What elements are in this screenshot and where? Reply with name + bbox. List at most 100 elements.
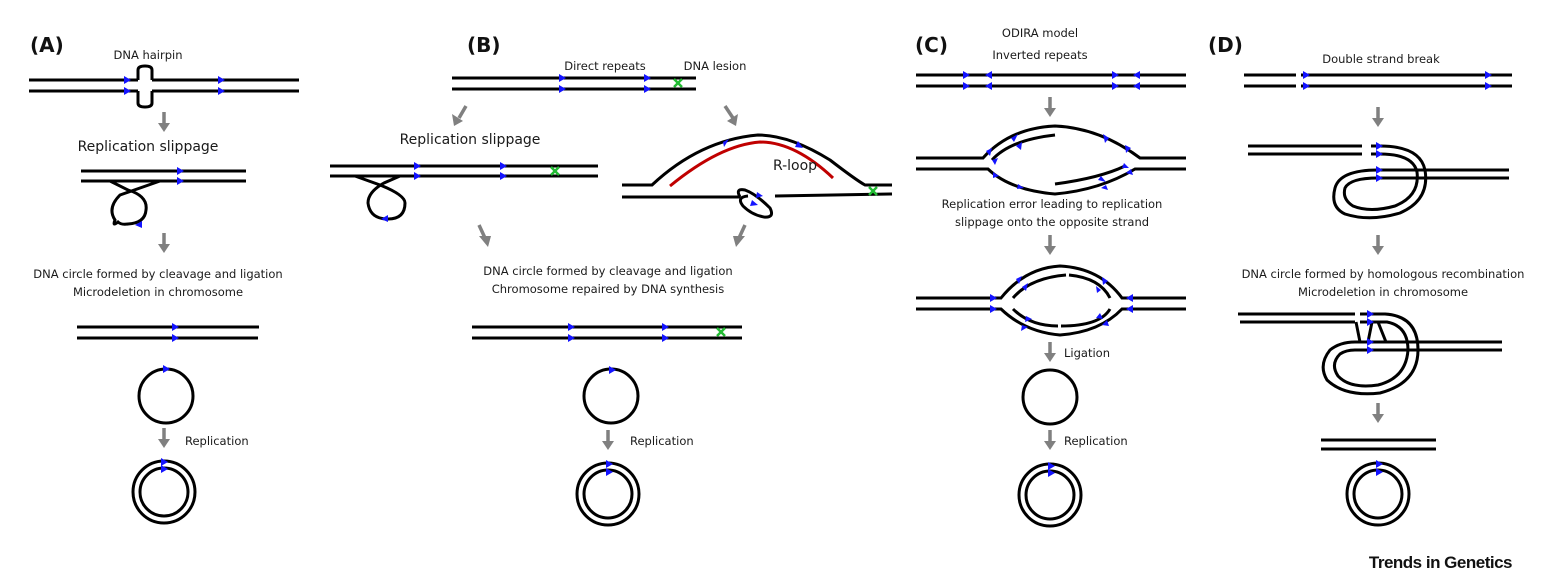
repeat-marker [559, 74, 566, 82]
repeat-marker [1101, 185, 1108, 190]
process-arrow [156, 231, 172, 255]
replication-slippage-label: Replication slippage [78, 139, 219, 155]
ligation-label: Ligation [1064, 346, 1110, 360]
repeat-marker [606, 468, 613, 476]
replication-bubble-error [916, 124, 1186, 196]
step2-line1: DNA circle formed by cleavage and ligati… [483, 264, 732, 278]
repeat-marker [992, 158, 998, 165]
repeat-marker [1017, 184, 1024, 189]
repeat-marker [1376, 166, 1383, 174]
repeat-marker [963, 82, 970, 90]
chromosome-inverted-repeats [916, 71, 1186, 90]
repeat-marker [1376, 468, 1383, 476]
repeat-marker [161, 458, 168, 466]
repeat-marker [1485, 82, 1492, 90]
step2-line2: Chromosome repaired by DNA synthesis [492, 282, 725, 296]
process-arrow [1370, 401, 1386, 425]
repeat-marker [1016, 142, 1022, 150]
repeat-marker [1367, 338, 1374, 346]
eccdna-double-strand [1017, 462, 1083, 528]
dna-lesion-marker [716, 327, 726, 337]
r-loop-structure: R-loop [622, 133, 893, 219]
repeat-marker [1133, 71, 1140, 79]
process-arrow [1042, 95, 1058, 119]
process-arrow [156, 110, 172, 134]
chromosome-microdeletion [77, 323, 259, 342]
inverted-repeats-label: Inverted repeats [992, 48, 1087, 62]
repeat-marker [218, 87, 225, 95]
step1-line2: Microdeletion in chromosome [1298, 285, 1468, 299]
repeat-marker [1122, 163, 1129, 168]
repeat-marker [609, 366, 616, 374]
repeat-marker [381, 215, 388, 222]
repeat-marker [124, 87, 131, 95]
repeat-marker [1096, 286, 1101, 293]
process-arrow [477, 224, 491, 247]
dna-hairpin-label: DNA hairpin [113, 48, 182, 62]
repeat-marker [1376, 150, 1383, 158]
repeat-marker [986, 148, 992, 156]
repeat-marker [414, 172, 421, 180]
repeat-marker [1112, 71, 1119, 79]
eccdna-single-strand [582, 366, 640, 425]
repeat-marker [1126, 294, 1133, 302]
dna-lesion-marker [550, 166, 560, 176]
chromosome-with-hairpin [29, 64, 299, 109]
repeat-marker [1367, 346, 1374, 354]
process-arrow [1042, 340, 1058, 364]
repeat-marker [990, 294, 997, 302]
panel-label-c: (C) [915, 33, 948, 57]
repeat-marker [1376, 174, 1383, 182]
strand-invasion-structure [1248, 142, 1509, 220]
replication-bubble-ligation [916, 264, 1186, 337]
repeat-marker [568, 334, 575, 342]
repeat-marker [124, 76, 131, 84]
repeat-marker [1376, 460, 1383, 468]
double-strand-break-label: Double strand break [1322, 52, 1440, 66]
repeat-marker [750, 200, 758, 206]
repeat-marker [172, 334, 179, 342]
repeat-marker [723, 139, 729, 147]
repeat-marker [1485, 71, 1492, 79]
panel-label-a: (A) [30, 33, 64, 57]
repeat-marker [161, 465, 168, 473]
hairpin-bottom [136, 91, 154, 109]
repeat-marker [163, 365, 170, 373]
repeat-marker [177, 177, 184, 185]
direct-repeats-label: Direct repeats [564, 59, 646, 73]
repeat-marker [662, 334, 669, 342]
repeat-marker [135, 221, 142, 228]
hairpin-top [136, 64, 154, 80]
repeat-marker [177, 167, 184, 175]
repeat-marker [559, 85, 566, 93]
repeat-marker [795, 141, 803, 148]
repeat-marker [1125, 145, 1131, 153]
repeat-marker [1367, 318, 1374, 326]
step1-line2: slippage onto the opposite strand [955, 215, 1149, 229]
repeat-marker [1048, 469, 1055, 477]
repeat-marker [1022, 283, 1028, 291]
replication-label: Replication [185, 434, 249, 448]
process-arrow [1042, 233, 1058, 257]
repeat-marker [1102, 320, 1109, 326]
eccdna-double-strand [131, 458, 197, 525]
repeat-marker [990, 305, 997, 313]
repeat-marker [1112, 82, 1119, 90]
chromosome-repaired [472, 323, 742, 342]
rna-strand [669, 140, 835, 188]
repeat-marker [756, 192, 763, 198]
panel-c: (C) ODIRA model Inverted repeats [915, 26, 1186, 528]
process-arrow [723, 105, 738, 126]
repeat-marker [568, 323, 575, 331]
odira-model-label: ODIRA model [1002, 26, 1078, 40]
replication-slippage-label: Replication slippage [400, 132, 541, 148]
r-loop-label: R-loop [773, 158, 817, 174]
repeat-marker [993, 172, 999, 178]
eccdna-single-strand [1021, 368, 1079, 426]
repeat-marker [500, 172, 507, 180]
homologous-recombination-structure [1238, 310, 1502, 396]
step2-line1: DNA circle formed by cleavage and ligati… [33, 267, 282, 281]
repeat-marker [963, 71, 970, 79]
step1-line1: DNA circle formed by homologous recombin… [1242, 267, 1525, 281]
process-arrow [1370, 233, 1386, 257]
